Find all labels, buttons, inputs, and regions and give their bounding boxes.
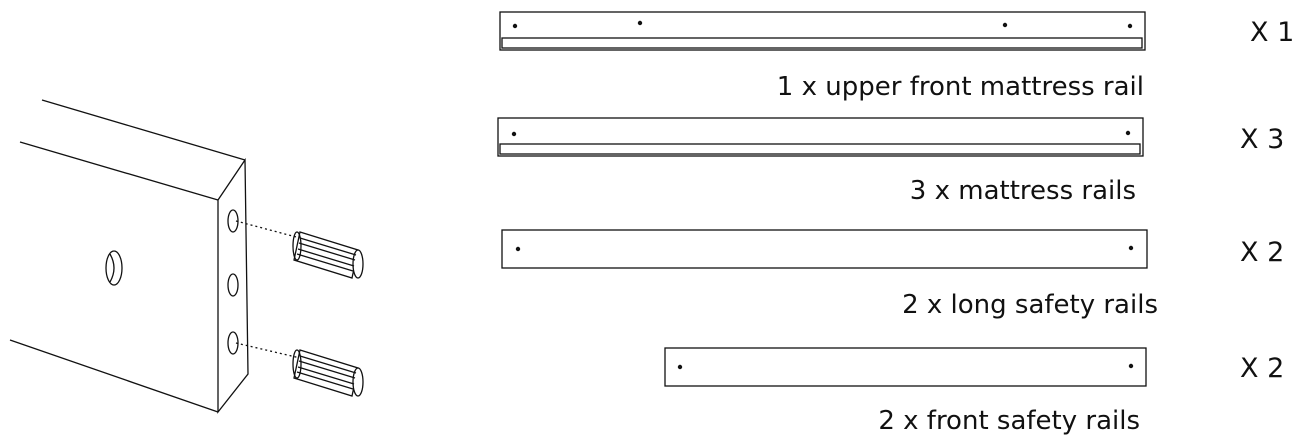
rail-body (501, 229, 1148, 269)
rail-hole (637, 20, 643, 26)
rail-hole (1127, 23, 1133, 29)
quantity-mattress-rails: X 3 (1240, 124, 1285, 155)
board-bottom-edge (9, 339, 219, 413)
rail-lip (501, 37, 1143, 49)
rail-lip (499, 143, 1141, 155)
quantity-long-safety-rails: X 2 (1240, 237, 1285, 268)
rail-hole (1128, 245, 1134, 251)
front-safety-rail-drawing (664, 347, 1147, 387)
dowel-top (292, 231, 364, 279)
part-label-front-safety-rails: 2 x front safety rails (878, 406, 1140, 436)
part-label-upper-front-mattress-rail: 1 x upper front mattress rail (776, 72, 1144, 102)
rail-body (499, 11, 1146, 51)
board-end-face (217, 157, 249, 414)
dowel-bottom (292, 349, 364, 397)
board-top-inner-edge (19, 141, 219, 201)
rail-hole (677, 364, 683, 370)
end-hole-middle (227, 273, 239, 297)
dowel-guide-bottom (235, 342, 301, 359)
board-top-edge (41, 99, 246, 161)
mattress-rail-drawing (497, 117, 1144, 157)
rail-hole (1128, 363, 1134, 369)
part-label-long-safety-rails: 2 x long safety rails (902, 290, 1158, 320)
rail-hole (1002, 22, 1008, 28)
rail-hole (515, 246, 521, 252)
rail-body (664, 347, 1147, 387)
dowel-joint-illustration (9, 99, 364, 414)
rail-body (497, 117, 1144, 157)
dowel-guide-top (235, 220, 301, 239)
rail-hole (1125, 130, 1131, 136)
upper-front-mattress-rail-drawing (499, 11, 1146, 51)
side-hole (105, 250, 123, 286)
rail-hole (512, 23, 518, 29)
rail-hole (511, 131, 517, 137)
side-hole-inner (109, 253, 115, 283)
long-safety-rail-drawing (501, 229, 1148, 269)
quantity-front-safety-rails: X 2 (1240, 353, 1285, 384)
part-label-mattress-rails: 3 x mattress rails (909, 176, 1136, 206)
quantity-upper-front-mattress-rail: X 1 (1250, 17, 1295, 48)
